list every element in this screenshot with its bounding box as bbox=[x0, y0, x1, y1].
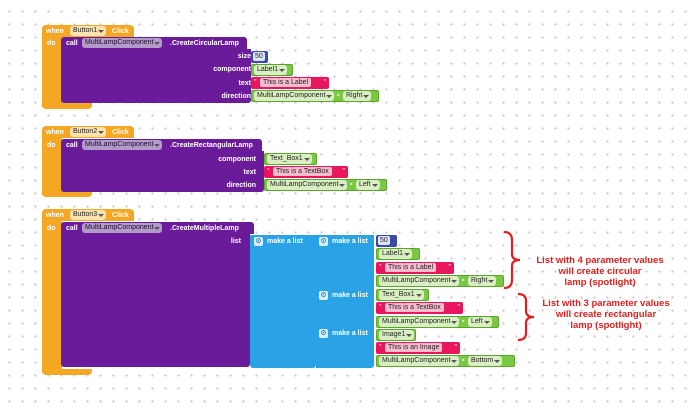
text-value[interactable]: This is a Label bbox=[385, 263, 437, 272]
when-label: when bbox=[46, 212, 64, 219]
number-block[interactable]: 50 bbox=[251, 51, 268, 63]
text-value[interactable]: This is a Label bbox=[260, 78, 312, 87]
helper-type-dropdown[interactable]: MultiLampComponent bbox=[379, 356, 460, 366]
component-block[interactable]: Text_Box1 bbox=[376, 289, 429, 301]
make-list-label: make a list bbox=[332, 330, 368, 337]
do-label: do bbox=[47, 142, 56, 149]
param-label-text: text bbox=[243, 169, 256, 176]
component-dropdown[interactable]: Label1 bbox=[254, 65, 288, 75]
direction-dropdown[interactable]: Right bbox=[468, 276, 497, 286]
mutator-gear-icon[interactable]: ⚙ bbox=[319, 291, 328, 300]
direction-dropdown[interactable]: Left bbox=[356, 180, 380, 190]
component-dropdown[interactable]: Text_Box1 bbox=[379, 290, 424, 300]
text-value[interactable]: This is a TextBox bbox=[273, 167, 332, 176]
event-name: Click bbox=[112, 28, 129, 35]
component-block[interactable]: Label1 bbox=[251, 64, 293, 76]
make-list-label: make a list bbox=[267, 238, 303, 245]
helper-type-dropdown[interactable]: MultiLampComponent bbox=[254, 91, 335, 101]
component-block[interactable]: Label1 bbox=[376, 248, 420, 260]
helper-type-dropdown[interactable]: MultiLampComponent bbox=[379, 276, 460, 286]
component-dropdown[interactable]: MultiLampComponent bbox=[82, 223, 163, 233]
text-value[interactable]: This is an Image bbox=[385, 343, 443, 352]
param-label-component: component bbox=[218, 156, 256, 163]
component-dropdown[interactable]: Text_Box1 bbox=[267, 154, 312, 164]
annotation-circular: List with 4 parameter values will create… bbox=[536, 255, 664, 288]
param-label-list: list bbox=[230, 238, 241, 245]
component-block[interactable]: Text_Box1 bbox=[264, 153, 317, 165]
method-name: .CreateCircularLamp bbox=[170, 40, 239, 47]
text-value[interactable]: This is a TextBox bbox=[385, 303, 444, 312]
text-block[interactable]: " This is a TextBox " bbox=[264, 166, 348, 178]
component-dropdown[interactable]: MultiLampComponent bbox=[82, 38, 163, 48]
mutator-gear-icon[interactable]: ⚙ bbox=[319, 329, 328, 338]
method-name: .CreateMultipleLamp bbox=[170, 225, 239, 232]
helper-block[interactable]: MultiLampComponent ▪ Right bbox=[376, 275, 504, 287]
do-label: do bbox=[47, 225, 56, 232]
param-label-direction: direction bbox=[226, 182, 256, 189]
event-component-dropdown[interactable]: Button1 bbox=[70, 26, 107, 36]
brace-icon bbox=[503, 230, 521, 290]
event-name: Click bbox=[112, 212, 129, 219]
annotation-rectangular: List with 3 parameter values will create… bbox=[542, 298, 670, 331]
event-name: Click bbox=[112, 129, 129, 136]
when-label: when bbox=[46, 129, 64, 136]
param-label-text: text bbox=[238, 80, 251, 87]
param-label-direction: direction bbox=[221, 93, 251, 100]
text-block[interactable]: " This is a Label " bbox=[376, 262, 454, 274]
component-dropdown[interactable]: Label1 bbox=[379, 249, 413, 259]
call-label: call bbox=[66, 142, 78, 149]
helper-type-dropdown[interactable]: MultiLampComponent bbox=[379, 317, 460, 327]
helper-type-dropdown[interactable]: MultiLampComponent bbox=[267, 180, 348, 190]
call-label: call bbox=[66, 40, 78, 47]
make-list-label: make a list bbox=[332, 238, 368, 245]
event-component-dropdown[interactable]: Button2 bbox=[70, 127, 107, 137]
component-dropdown[interactable]: Image1 bbox=[379, 330, 415, 340]
brace-icon bbox=[517, 292, 535, 342]
helper-block[interactable]: MultiLampComponent ▪ Bottom bbox=[376, 355, 515, 367]
number-value[interactable]: 50 bbox=[253, 52, 265, 61]
method-name: .CreateRectangularLamp bbox=[170, 142, 253, 149]
event-component-dropdown[interactable]: Button3 bbox=[70, 210, 107, 220]
number-value[interactable]: 50 bbox=[378, 236, 390, 245]
mutator-gear-icon[interactable]: ⚙ bbox=[254, 237, 263, 246]
helper-block[interactable]: MultiLampComponent ▪ Left bbox=[376, 316, 499, 328]
direction-dropdown[interactable]: Right bbox=[343, 91, 372, 101]
component-block[interactable]: Image1 bbox=[376, 329, 416, 341]
direction-dropdown[interactable]: Left bbox=[468, 317, 492, 327]
mutator-gear-icon[interactable]: ⚙ bbox=[319, 237, 328, 246]
param-label-component: component bbox=[213, 66, 251, 73]
text-block[interactable]: " This is a TextBox " bbox=[376, 302, 463, 314]
text-block[interactable]: " This is a Label " bbox=[251, 77, 329, 89]
call-label: call bbox=[66, 225, 78, 232]
make-list-label: make a list bbox=[332, 292, 368, 299]
do-label: do bbox=[47, 40, 56, 47]
component-dropdown[interactable]: MultiLampComponent bbox=[82, 140, 163, 150]
param-label-size: size bbox=[237, 53, 251, 60]
number-block[interactable]: 50 bbox=[376, 235, 397, 247]
direction-dropdown[interactable]: Bottom bbox=[468, 356, 503, 366]
helper-block[interactable]: MultiLampComponent ▪ Right bbox=[251, 90, 379, 102]
helper-block[interactable]: MultiLampComponent ▪ Left bbox=[264, 179, 387, 191]
when-label: when bbox=[46, 28, 64, 35]
text-block[interactable]: " This is an Image " bbox=[376, 342, 460, 354]
